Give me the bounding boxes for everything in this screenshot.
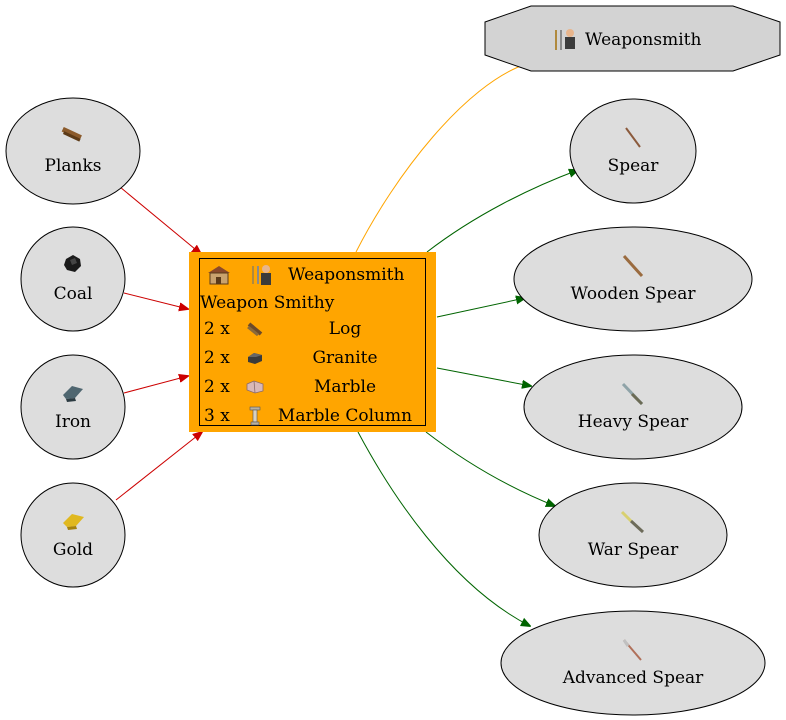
output-label: Advanced Spear — [562, 668, 704, 688]
output-label: Spear — [608, 156, 660, 176]
input-node-planks: Planks — [5, 97, 141, 205]
worker-label: Weaponsmith — [585, 30, 701, 50]
edge-building-to-advanced-spear — [357, 431, 530, 626]
cost-row: 3 x Marble Column — [200, 402, 425, 430]
building-node: Weaponsmith Weapon Smithy 2 x Log 2 x Gr… — [189, 252, 436, 432]
input-label: Gold — [53, 540, 93, 560]
building-name-row: Weapon Smithy — [200, 289, 334, 317]
building-worker-label: Weaponsmith — [288, 265, 405, 285]
cost-quantity: 2 x — [204, 377, 230, 397]
advanced-spear-icon — [622, 639, 642, 661]
wooden-spear-icon — [622, 254, 644, 278]
marble-icon — [246, 380, 264, 394]
output-label: Wooden Spear — [571, 284, 697, 304]
gold-icon — [63, 514, 84, 530]
worker-node-weaponsmith: Weaponsmith — [484, 5, 781, 72]
output-node-wooden-spear: Wooden Spear — [513, 226, 753, 332]
input-node-iron: Iron — [20, 354, 126, 460]
input-node-gold: Gold — [20, 482, 126, 588]
input-label: Planks — [45, 156, 102, 176]
edge-building-to-war-spear — [425, 431, 555, 506]
input-label: Iron — [55, 412, 91, 432]
cost-material: Marble Column — [277, 406, 413, 426]
edge-building-to-heavy-spear — [436, 367, 531, 386]
output-node-heavy-spear: Heavy Spear — [523, 354, 743, 460]
weaponsmith-icon — [555, 29, 575, 50]
edge-building-to-worker — [355, 63, 527, 253]
weapon-smithy-icon — [208, 266, 230, 285]
planks-icon — [61, 126, 82, 142]
edge-planks-to-building — [119, 186, 201, 254]
edge-coal-to-building — [123, 292, 188, 309]
war-spear-icon — [620, 510, 645, 534]
coal-icon — [64, 255, 81, 272]
cost-quantity: 2 x — [204, 319, 230, 339]
building-table: Weaponsmith Weapon Smithy 2 x Log 2 x Gr… — [199, 258, 426, 426]
cost-material: Log — [328, 319, 362, 339]
edge-iron-to-building — [123, 376, 188, 394]
edge-gold-to-building — [115, 432, 202, 501]
cost-row: 2 x Log — [200, 315, 425, 343]
edge-building-to-wooden-spear — [436, 298, 525, 318]
output-label: Heavy Spear — [578, 412, 689, 432]
input-node-coal: Coal — [20, 226, 126, 332]
granite-icon — [248, 353, 262, 364]
log-icon — [247, 322, 263, 336]
cost-row: 2 x Marble — [200, 373, 425, 401]
output-label: War Spear — [588, 540, 679, 560]
marble-column-icon — [249, 406, 261, 426]
cost-material: Granite — [312, 348, 378, 368]
cost-quantity: 2 x — [204, 348, 230, 368]
output-node-advanced-spear: Advanced Spear — [500, 610, 766, 716]
building-name: Weapon Smithy — [200, 293, 335, 313]
cost-material: Marble — [313, 377, 377, 397]
spear-icon — [625, 127, 641, 148]
input-label: Coal — [54, 284, 93, 304]
output-node-war-spear: War Spear — [538, 482, 728, 588]
weaponsmith-icon — [252, 265, 271, 285]
building-header-row: Weaponsmith — [200, 261, 425, 289]
output-node-spear: Spear — [569, 98, 697, 204]
iron-icon — [63, 386, 83, 402]
cost-quantity: 3 x — [204, 406, 230, 426]
cost-row: 2 x Granite — [200, 344, 425, 372]
edge-building-to-spear — [426, 170, 578, 253]
heavy-spear-icon — [621, 382, 644, 406]
